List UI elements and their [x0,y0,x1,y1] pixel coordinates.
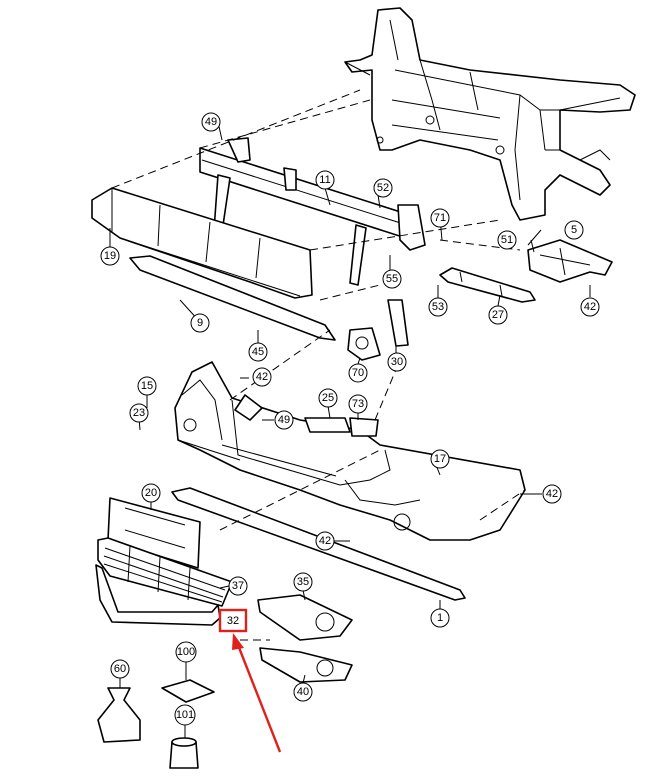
callout-5[interactable]: 5 [564,220,584,240]
svg-text:42: 42 [546,488,558,500]
callout-53[interactable]: 53 [428,297,448,317]
guide-bracket [439,267,536,303]
callout-60[interactable]: 60 [110,659,130,679]
callout-70[interactable]: 70 [348,363,368,383]
svg-text:27: 27 [492,309,504,321]
highlight-arrow [232,633,282,753]
callout-42-low[interactable]: 42 [315,531,335,551]
svg-text:9: 9 [197,317,203,329]
svg-text:70: 70 [352,367,364,379]
svg-text:101: 101 [176,709,194,721]
svg-text:100: 100 [177,646,195,658]
svg-text:52: 52 [377,182,389,194]
callout-71[interactable]: 71 [430,208,450,228]
callout-11[interactable]: 11 [315,170,335,190]
svg-text:73: 73 [352,398,364,410]
svg-text:17: 17 [434,453,446,465]
horn [347,299,409,361]
callout-100[interactable]: 100 [175,641,197,663]
callout-15[interactable]: 15 [137,376,157,396]
svg-text:30: 30 [391,356,403,368]
lock-carrier [344,7,636,221]
spoiler-strip [129,255,336,341]
svg-text:5: 5 [571,224,577,236]
svg-text:49: 49 [205,116,217,128]
svg-text:42: 42 [584,301,596,313]
callout-51[interactable]: 51 [497,230,517,250]
callout-42-mid[interactable]: 42 [252,367,272,387]
licence-plate-bracket [107,497,201,569]
callout-40[interactable]: 40 [293,682,313,702]
callout-1[interactable]: 1 [430,608,450,628]
svg-text:37: 37 [232,580,244,592]
lower-grille [97,537,233,607]
svg-text:55: 55 [386,273,398,285]
wheel-bolt-bag [97,687,141,743]
callout-49-top[interactable]: 49 [201,112,221,132]
callout-49-mid[interactable]: 49 [274,410,294,430]
leader-lines [109,121,591,738]
svg-text:20: 20 [145,487,157,499]
svg-text:32: 32 [227,615,239,627]
callout-25[interactable]: 25 [318,388,338,408]
callout-20[interactable]: 20 [141,483,161,503]
svg-text:71: 71 [434,212,446,224]
callout-27[interactable]: 27 [488,305,508,325]
callout-73[interactable]: 73 [348,394,368,414]
callout-23[interactable]: 23 [129,403,149,423]
svg-text:60: 60 [114,663,126,675]
callout-55[interactable]: 55 [382,269,402,289]
callout-52[interactable]: 52 [373,178,393,198]
svg-text:40: 40 [297,686,309,698]
energy-absorber [91,187,313,299]
callout-37[interactable]: 37 [228,576,248,596]
callout-17[interactable]: 17 [430,449,450,469]
callout-9[interactable]: 9 [190,313,210,333]
callout-19[interactable]: 19 [100,246,120,266]
callout-42-right-low[interactable]: 42 [542,484,562,504]
adhesive-pad [161,679,215,703]
svg-text:45: 45 [252,346,264,358]
svg-text:42: 42 [319,535,331,547]
svg-text:25: 25 [322,392,334,404]
fog-light-grille-right [259,647,353,683]
fog-light-grille-left [257,594,353,641]
side-bracket [527,239,613,283]
svg-text:51: 51 [501,234,513,246]
svg-text:42: 42 [256,371,268,383]
svg-text:53: 53 [432,301,444,313]
assembly-lines [111,89,526,641]
bumper-reinforcement [199,137,426,286]
callout-45[interactable]: 45 [248,342,268,362]
svg-text:11: 11 [319,174,330,186]
svg-text:1: 1 [437,612,443,624]
svg-text:19: 19 [104,250,116,262]
callout-35[interactable]: 35 [293,572,313,592]
callout-101[interactable]: 101 [174,704,196,726]
callout-32-highlighted[interactable]: 32 [218,608,248,633]
svg-text:23: 23 [133,407,145,419]
callout-30[interactable]: 30 [387,352,407,372]
svg-text:49: 49 [278,414,290,426]
svg-text:35: 35 [297,576,309,588]
cap [169,737,199,769]
svg-text:15: 15 [141,380,153,392]
callout-42-right-top[interactable]: 42 [580,297,600,317]
